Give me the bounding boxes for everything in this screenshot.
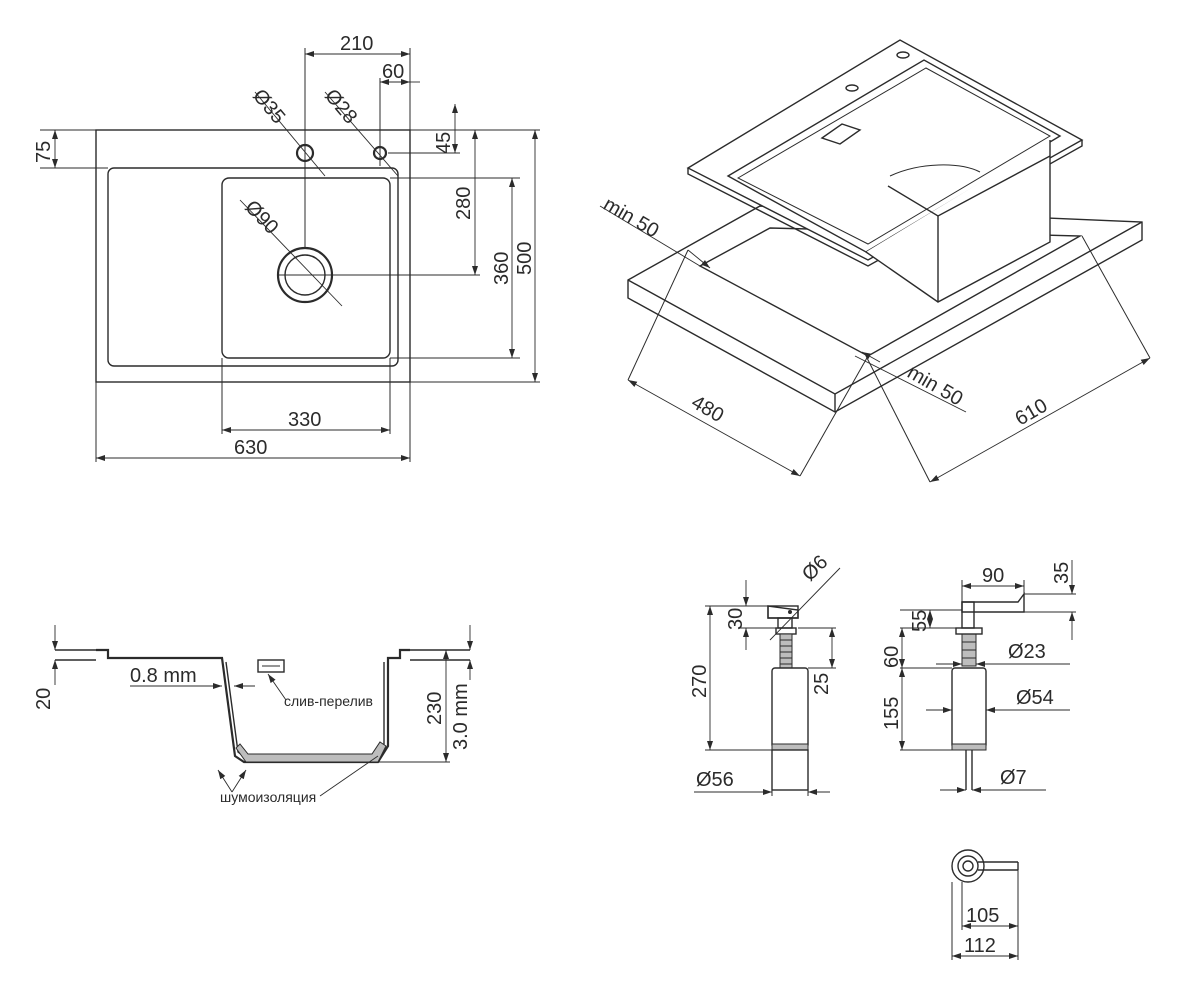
dim-330: 330 [288,409,321,431]
label-dia-54: Ø54 [1016,687,1054,709]
top-view: 210 60 75 45 280 360 500 330 630 Ø35 Ø28… [33,33,540,462]
dim-60: 60 [881,646,903,668]
dim-210: 210 [340,33,373,55]
dim-500: 500 [514,242,536,275]
label-dia-6: Ø6 [798,551,832,585]
dim-90: 90 [982,565,1004,587]
dim-45: 45 [433,132,455,154]
dim-35: 35 [1051,562,1073,584]
label-min-50-right: min 50 [904,361,967,410]
dim-155: 155 [881,697,903,730]
dim-270: 270 [689,665,711,698]
dispenser-bottle [771,667,809,749]
dim-30: 30 [725,608,747,630]
drainboard [107,167,399,367]
dispenser-top: 105 112 [951,849,1019,960]
label-dia-35: Ø35 [248,85,289,128]
dim-105: 105 [966,905,999,927]
dim-112: 112 [964,935,996,957]
label-dia-23: Ø23 [1008,641,1046,663]
dim-230: 230 [424,692,446,725]
label-dia-7: Ø7 [1000,767,1027,789]
label-dia-56: Ø56 [696,769,734,791]
dim-55: 55 [909,610,931,632]
dispenser-front: 90 35 55 60 155 Ø23 Ø54 Ø7 [881,560,1076,793]
dim-480: 480 [688,391,728,427]
dim-280: 280 [453,187,475,220]
iso-view: min 50 min 50 480 610 [600,39,1151,483]
label-bottom-thickness: 3.0 mm [450,683,472,750]
label-min-50-left: min 50 [600,193,663,242]
label-overflow: слив-перелив [284,693,373,709]
dim-75: 75 [33,141,55,163]
dispenser-bottle-front [951,667,987,749]
dim-25: 25 [811,673,833,695]
bowl-outline [221,177,391,359]
dim-60: 60 [382,61,404,83]
dim-20: 20 [33,688,55,710]
label-dia-90: Ø90 [240,196,282,238]
dim-630: 630 [234,437,267,459]
dispenser-side: 30 270 25 Ø6 Ø56 [689,551,841,796]
thread [779,633,793,669]
label-dia-28: Ø28 [320,85,361,128]
dim-610: 610 [1012,395,1052,431]
dim-360: 360 [491,252,513,285]
label-wall-thickness: 0.8 mm [130,665,197,687]
section-view: 20 0.8 mm слив-перелив 230 3.0 mm шумоиз… [33,625,473,805]
label-insulation: шумоизоляция [220,789,316,805]
